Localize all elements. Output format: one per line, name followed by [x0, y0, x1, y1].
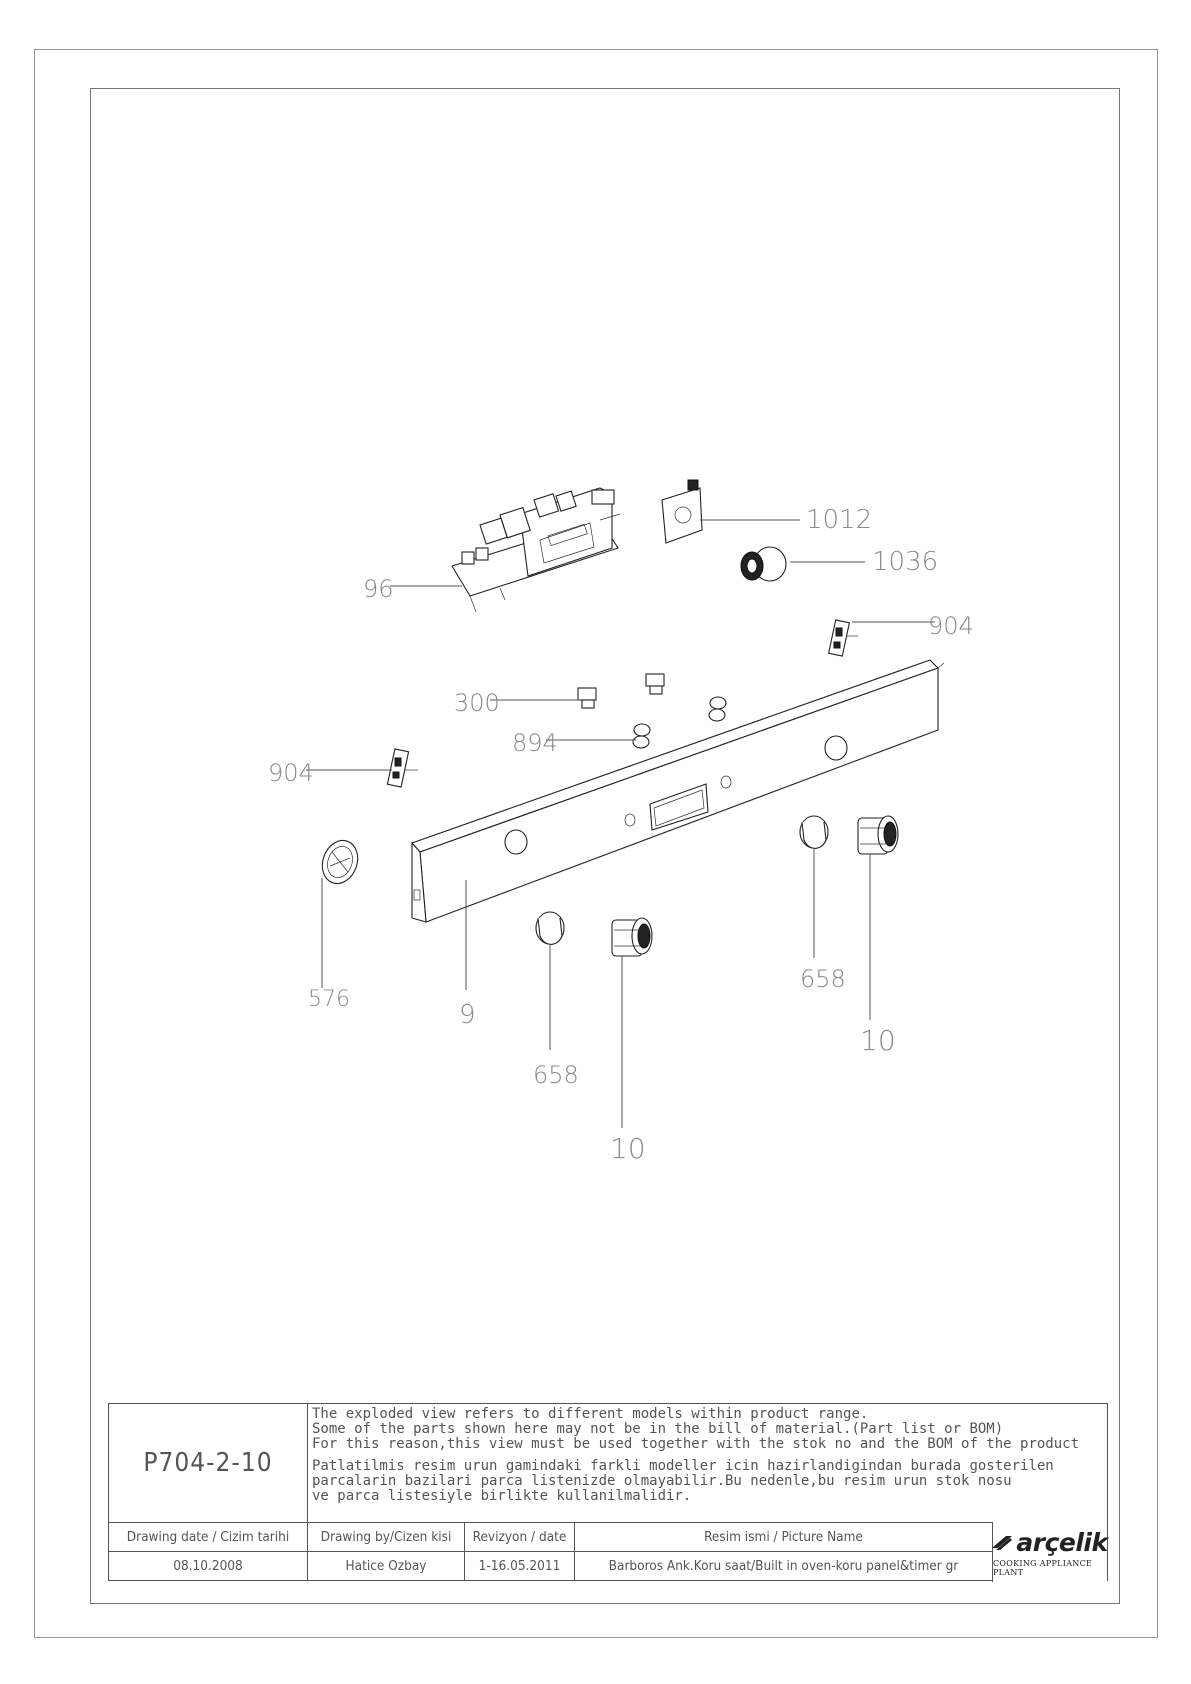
note-en-2: Some of the parts shown here may not be … [312, 1422, 1004, 1437]
callout-300: 300 [454, 689, 500, 717]
header-revision: Revizyon / date [465, 1523, 575, 1551]
header-picture-name: Resim ismi / Picture Name [575, 1523, 993, 1551]
drawing-code: P704-2-10 [109, 1404, 308, 1522]
note-en-3: For this reason,this view must be used t… [312, 1437, 1080, 1452]
part-9-control-panel [411, 659, 945, 923]
part-300-buttons [577, 673, 665, 709]
part-1036-buzzer [740, 546, 787, 582]
value-revision: 1-16.05.2011 [465, 1552, 575, 1580]
note-tr-3: ve parca listesiyle birlikte kullanilmal… [312, 1489, 692, 1504]
value-drawing-date: 08.10.2008 [109, 1552, 308, 1580]
title-block-header-row: Drawing date / Cizim tarihi Drawing by/C… [109, 1522, 1107, 1551]
leader-lines [306, 519, 935, 1128]
callout-1036: 1036 [872, 547, 938, 577]
part-658-ring-left [535, 911, 565, 945]
callout-10-right: 10 [860, 1024, 896, 1057]
callout-1012: 1012 [806, 505, 872, 535]
part-576-disc [321, 839, 359, 885]
callout-904-left: 904 [268, 759, 314, 787]
callout-658-left: 658 [533, 1061, 579, 1089]
callout-9: 9 [459, 1000, 476, 1030]
title-block-value-row: 08.10.2008 Hatice Ozbay 1-16.05.2011 Bar… [109, 1551, 1107, 1580]
value-drawing-by: Hatice Ozbay [308, 1552, 465, 1580]
callout-576: 576 [308, 987, 350, 1012]
callout-658-right: 658 [800, 965, 846, 993]
part-894-springs [632, 696, 727, 749]
header-drawing-by: Drawing by/Cizen kisi [308, 1523, 465, 1551]
title-block: P704-2-10 The exploded view refers to di… [108, 1403, 1108, 1582]
note-tr-2: parcalarin bazilari parca listenizde olm… [312, 1474, 1012, 1489]
part-658-ring-right [799, 815, 829, 849]
header-drawing-date: Drawing date / Cizim tarihi [109, 1523, 308, 1551]
sheet-outer-frame [34, 49, 1158, 1638]
part-1012-bracket [661, 479, 703, 544]
part-10-knob-left [611, 917, 653, 957]
note-tr-1: Patlatilmis resim urun gamindaki farkli … [312, 1459, 1054, 1474]
part-96-timer-module [451, 487, 621, 613]
brand-subtitle: COOKING APPLIANCE PLANT [993, 1558, 1093, 1577]
callout-904-right: 904 [928, 612, 974, 640]
part-10-knob-right [857, 815, 899, 855]
note-en-1: The exploded view refers to different mo… [312, 1407, 869, 1422]
logo-mark-icon [992, 1536, 1013, 1550]
part-904-clip-left [386, 748, 418, 788]
callout-894: 894 [512, 729, 558, 757]
part-904-clip-right [827, 619, 858, 657]
brand-name: arçelik [1016, 1527, 1108, 1557]
callout-labels: 1012 1036 96 904 300 894 904 576 9 658 1… [268, 505, 974, 1165]
brand-logo: arçelik COOKING APPLIANCE PLANT [992, 1522, 1108, 1582]
value-picture-name: Barboros Ank.Koru saat/Built in oven-kor… [575, 1552, 993, 1580]
callout-96: 96 [363, 575, 394, 603]
callout-10-left: 10 [610, 1132, 646, 1165]
sheet-inner-frame [90, 88, 1120, 1604]
disclaimer-notes: The exploded view refers to different mo… [308, 1404, 1107, 1522]
